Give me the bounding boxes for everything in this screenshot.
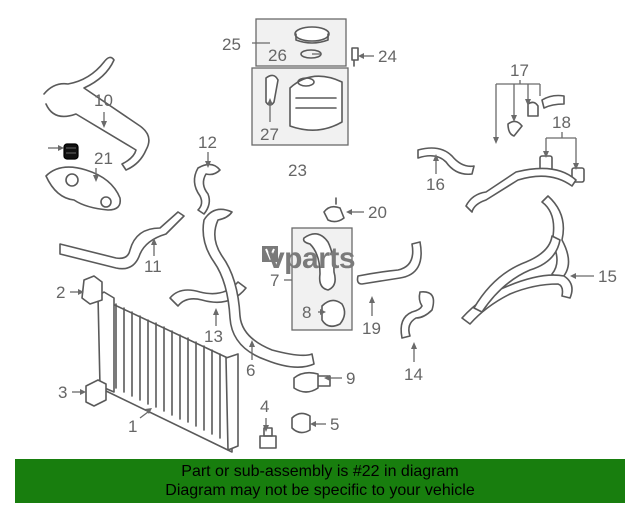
callout-4: 4 [260, 397, 269, 416]
hose-8 [321, 299, 346, 328]
callout-17: 17 [510, 61, 529, 80]
long-coolant-pipe [43, 56, 150, 171]
callout-18: 18 [552, 113, 571, 132]
cap-seal-ring [300, 49, 322, 59]
thermostat-flange [45, 166, 122, 211]
hose-fitting-9 [293, 371, 331, 393]
coolant-pipe-11 [59, 211, 185, 270]
callout-15: 15 [598, 267, 617, 286]
callout-10: 10 [94, 91, 113, 110]
callout-16: 16 [426, 175, 445, 194]
bleeder-parts-17 [507, 94, 565, 137]
callout-26: 26 [268, 46, 287, 65]
connector-20 [323, 197, 345, 223]
callout-27: 27 [260, 125, 279, 144]
callout-5: 5 [330, 415, 339, 434]
callout-12: 12 [198, 133, 217, 152]
callout-labels: 25 26 24 27 23 10 21 12 11 2 3 1 13 6 4 … [56, 35, 617, 436]
callout-11: 11 [144, 257, 162, 276]
callout-8: 8 [302, 303, 311, 322]
callout-2: 2 [56, 283, 65, 302]
radiator-bracket-2 [81, 275, 103, 305]
coolant-pipe-13 [169, 281, 247, 307]
callout-1: 1 [128, 417, 137, 436]
vparts-logo: vparts [262, 242, 356, 275]
hose-16 [417, 147, 475, 176]
sensor-5 [291, 412, 311, 434]
leader-lines [48, 42, 594, 432]
radiator [97, 291, 239, 453]
info-banner: Part or sub-assembly is #22 in diagram D… [15, 459, 625, 503]
callout-14: 14 [404, 365, 423, 384]
callout-20: 20 [368, 203, 387, 222]
temp-sensor-4 [259, 427, 277, 449]
clamp-22 [63, 143, 79, 160]
hose-19 [356, 241, 422, 285]
coolant-hose-6 [202, 208, 315, 368]
expansion-tank [289, 75, 343, 131]
callout-3: 3 [58, 383, 67, 402]
reservoir-cap [294, 26, 330, 44]
hose-assembly-right [465, 167, 577, 281]
vparts-watermark: vparts [268, 242, 355, 275]
banner-line-2: Diagram may not be specific to your vehi… [165, 482, 475, 499]
callout-6: 6 [246, 361, 255, 380]
callout-19: 19 [362, 319, 381, 338]
parts-diagram: 25 26 24 27 23 10 21 12 11 2 3 1 13 6 4 … [43, 18, 617, 453]
callout-21: 21 [94, 149, 113, 168]
callout-7: 7 [270, 271, 279, 290]
hose-7 [302, 233, 336, 291]
radiator-bracket-3 [85, 379, 107, 407]
hose-right-lower [473, 235, 561, 313]
hose-14 [400, 291, 435, 339]
banner-line-1: Part or sub-assembly is #22 in diagram [181, 463, 459, 480]
hose-12 [193, 163, 221, 215]
callout-13: 13 [204, 327, 223, 346]
bleed-screw [351, 47, 359, 67]
callout-25: 25 [222, 35, 241, 54]
callout-9: 9 [346, 369, 355, 388]
callout-23: 23 [288, 161, 307, 180]
cap-inset-box [255, 18, 347, 67]
callout-24: 24 [378, 47, 397, 66]
